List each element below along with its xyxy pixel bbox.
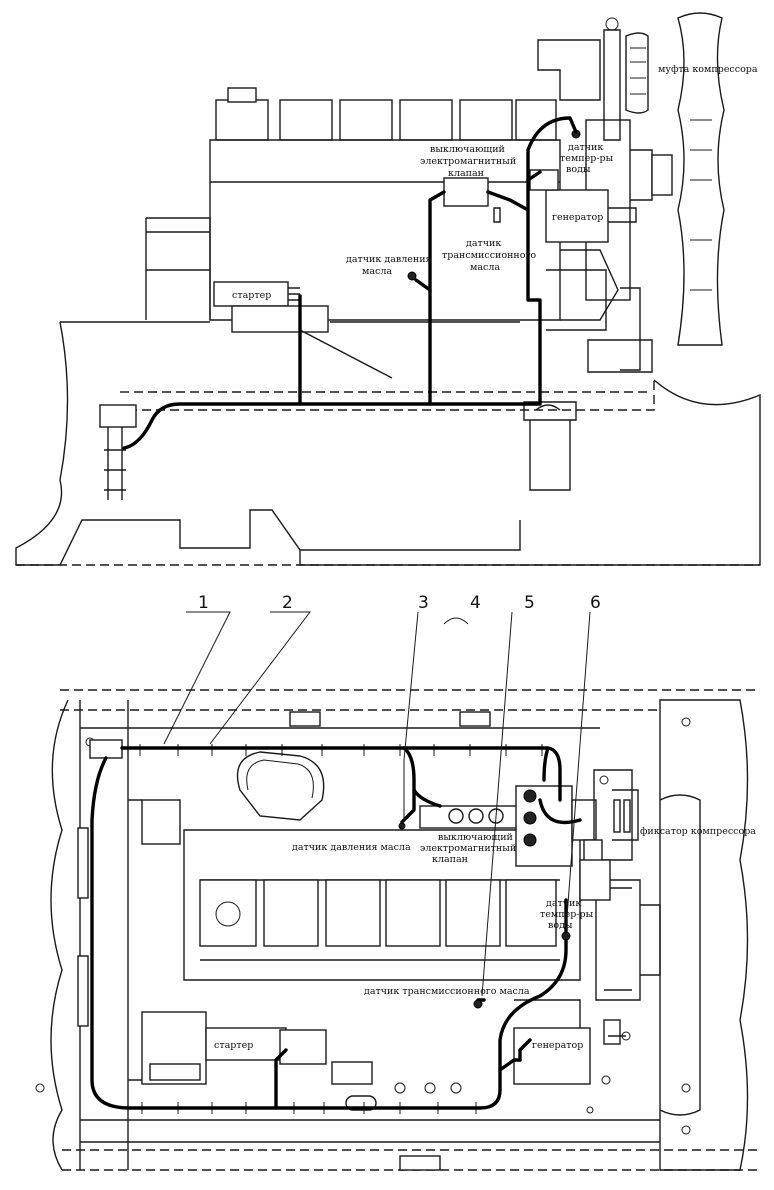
label-oil-pressure-2: масла [362, 266, 392, 277]
frame-left-rail [50, 699, 69, 1171]
label-starter-top: стартер [232, 290, 271, 301]
callout-4: 4 [470, 593, 481, 613]
top-harness-clips [139, 744, 543, 756]
label-generator-top: генератор [552, 212, 603, 223]
plan-harness [90, 756, 568, 1110]
top-harness [122, 116, 578, 450]
label-solenoid-plan-1: выключающий [438, 832, 513, 843]
label-compressor-lock: фиксатор компрессора [640, 826, 756, 837]
label-water-temp-3: воды [566, 164, 591, 175]
frame-outline [15, 321, 521, 566]
label-transmission-oil-plan: датчик трансмиссионного масла [364, 986, 530, 997]
callout-3: 3 [418, 593, 429, 613]
label-water-temp-2: темпер-ры [560, 153, 614, 164]
starter-plan [141, 1011, 327, 1085]
label-generator-plan: генератор [532, 1040, 583, 1051]
label-transmission-oil-1: датчик [466, 238, 501, 249]
solenoid-valve-box [443, 177, 489, 207]
callout-2: 2 [282, 593, 293, 613]
label-starter-plan: стартер [214, 1040, 253, 1051]
generator-plan [513, 1027, 591, 1085]
label-oil-pressure-plan: датчик давления масла [292, 842, 411, 853]
label-solenoid-plan-2: электромагнитный [420, 843, 516, 854]
top-side-view [15, 12, 761, 566]
compressor-housing [677, 12, 725, 346]
fan-hub [595, 879, 661, 1001]
engine-plan-outline [183, 829, 581, 981]
compressor-lock [583, 769, 639, 865]
callout-6: 6 [590, 593, 601, 613]
label-compressor-coupling: муфта компрессора [658, 64, 758, 75]
label-water-temp-plan-2: темпер-ры [540, 909, 594, 920]
solenoid-valve-block [419, 785, 597, 867]
generator-box [545, 189, 609, 243]
air-filter [236, 751, 325, 821]
front-pulley-assembly [537, 39, 601, 101]
bottom-plan-view [35, 611, 760, 1171]
callout-1: 1 [198, 593, 209, 613]
label-water-temp-1: датчик [568, 142, 603, 153]
cylinder-head-covers [215, 87, 557, 141]
left-connector [99, 404, 137, 428]
callout-5: 5 [524, 593, 535, 613]
callout-leaders [163, 611, 591, 997]
label-water-temp-plan-3: воды [548, 920, 573, 931]
oil-filter [523, 401, 577, 491]
label-transmission-oil-3: масла [470, 262, 500, 273]
label-water-temp-plan-1: датчик [546, 898, 581, 909]
label-solenoid-valve-1: выключающий [430, 144, 505, 155]
label-oil-pressure-1: датчик давления [346, 254, 432, 265]
label-solenoid-plan-3: клапан [432, 854, 468, 865]
label-transmission-oil-2: трансмиссионного [442, 250, 536, 261]
label-solenoid-valve-2: электромагнитный [420, 156, 516, 167]
label-solenoid-valve-3: клапан [448, 168, 484, 179]
